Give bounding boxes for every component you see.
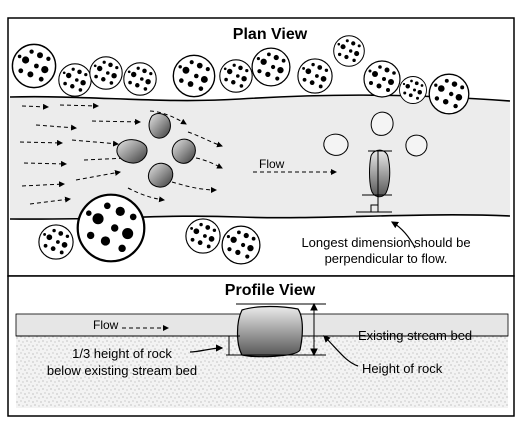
- depth-leader-arrow: [189, 344, 224, 353]
- plan-note-line-1: Longest dimension should be: [301, 235, 470, 250]
- bush: [428, 73, 470, 115]
- flow-line: [71, 139, 119, 147]
- depth-label-line-2: below existing stream bed: [47, 363, 197, 378]
- bush: [76, 193, 146, 263]
- plan-title-backdrop: [218, 22, 322, 44]
- rock: [323, 133, 349, 156]
- bush: [333, 35, 365, 67]
- rock: [370, 111, 394, 136]
- rock-height-dimension: [224, 302, 326, 357]
- bush: [38, 224, 74, 260]
- flow-line: [21, 181, 65, 188]
- plan-view-panel: Plan View Flow Longest dimension should …: [7, 17, 515, 277]
- profile-view-title: Profile View: [225, 282, 316, 299]
- flow-line: [91, 118, 141, 125]
- flow-line: [21, 103, 49, 110]
- rock: [147, 162, 174, 188]
- bush: [89, 56, 123, 90]
- flow-line: [75, 169, 121, 181]
- rock-cluster-right: [323, 111, 428, 157]
- rock-cluster-left: [116, 113, 196, 188]
- flow-line: [187, 131, 223, 148]
- bush: [363, 60, 401, 98]
- flow-line: [23, 160, 67, 167]
- plan-view-title: Plan View: [233, 26, 308, 43]
- bush: [123, 62, 157, 96]
- flow-lines: [19, 102, 337, 205]
- flow-line: [19, 139, 63, 146]
- profile-title-backdrop: [210, 279, 330, 299]
- rock: [148, 113, 171, 139]
- height-leader-arrow: [323, 335, 359, 367]
- flow-line: [149, 110, 187, 125]
- height-of-rock-label: Height of rock: [362, 361, 443, 376]
- flow-line: [127, 187, 165, 203]
- rock: [171, 138, 196, 164]
- existing-stream-bed-label: Existing stream bed: [358, 328, 472, 343]
- elongated-rock-with-dimension: [356, 149, 392, 213]
- note-leader-arrow: [390, 221, 416, 249]
- right-angle-mark: [370, 204, 379, 213]
- bush: [221, 225, 261, 265]
- depth-label-line-1: 1/3 height of rock: [72, 346, 172, 361]
- plan-note-line-2: perpendicular to flow.: [325, 251, 448, 266]
- flow-line: [195, 157, 223, 169]
- bush: [219, 59, 253, 93]
- height-arrow-up: [310, 302, 318, 311]
- bush: [399, 76, 427, 104]
- bush: [251, 47, 291, 87]
- height-arrow-down: [310, 348, 318, 357]
- plan-flow-label: Flow: [259, 157, 285, 171]
- bush: [185, 218, 221, 254]
- rock: [116, 139, 148, 164]
- flow-line: [59, 102, 99, 109]
- profile-rock: [236, 305, 303, 358]
- bush: [58, 63, 92, 97]
- flow-line: [171, 181, 217, 193]
- bush: [172, 54, 216, 98]
- profile-flow-label: Flow: [93, 318, 119, 332]
- bush: [11, 43, 57, 89]
- bush: [297, 58, 333, 94]
- elongated-rock: [369, 149, 391, 198]
- rock: [405, 134, 428, 157]
- profile-view-panel: Profile View Flow Existing stream bed He…: [7, 275, 515, 417]
